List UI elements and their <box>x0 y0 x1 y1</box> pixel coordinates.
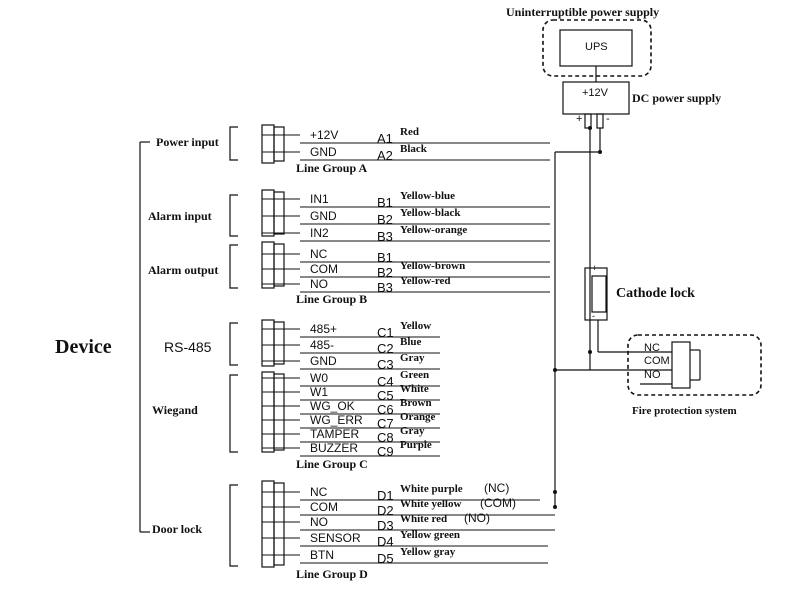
pin-wire-color-label: Green <box>400 369 430 381</box>
pin-terminal-label: BUZZER <box>310 441 358 455</box>
pin-note-label: (NC) <box>484 481 510 495</box>
pin-wire-color-label: Yellow-red <box>400 275 451 287</box>
pin-wire-color-label: Gray <box>400 425 425 437</box>
cathode-minus-label: - <box>592 311 595 321</box>
pin-code-label: C1 <box>377 325 394 340</box>
pin-wire-color-label: Yellow-blue <box>400 190 455 202</box>
pin-wire-color-label: Yellow green <box>400 529 460 541</box>
pin-wire-color-label: Black <box>400 143 427 155</box>
pin-wire-color-label: Yellow <box>400 320 432 332</box>
pin-code-label: D3 <box>377 518 394 533</box>
line-group-a-label: Line Group A <box>296 161 368 175</box>
dc-minus-label: - <box>606 113 610 125</box>
door-lock-label: Door lock <box>152 522 203 536</box>
pin-code-label: B1 <box>377 250 393 265</box>
pin-code-label: B2 <box>377 265 393 280</box>
pin-note-label: (COM) <box>480 496 516 510</box>
pin-code-label: C5 <box>377 388 394 403</box>
pin-wire-color-label: Yellow-brown <box>400 260 466 272</box>
pin-wire-color-label: Purple <box>400 439 432 451</box>
pin-terminal-label: IN2 <box>310 226 329 240</box>
pin-wire-color-label: Orange <box>400 411 436 423</box>
pin-terminal-label: COM <box>310 500 338 514</box>
pin-terminal-label: BTN <box>310 548 334 562</box>
dc-voltage-label: +12V <box>582 87 608 99</box>
pin-terminal-label: IN1 <box>310 192 329 206</box>
power-input-label: Power input <box>156 135 219 149</box>
ups-title: Uninterruptible power supply <box>506 5 660 19</box>
pin-terminal-label: NC <box>310 247 328 261</box>
dc-supply-title: DC power supply <box>632 91 722 105</box>
pin-wire-color-label: Blue <box>400 336 422 348</box>
pin-code-label: C6 <box>377 402 394 417</box>
pin-terminal-label: NO <box>310 515 328 529</box>
cathode-lock-title: Cathode lock <box>616 286 695 301</box>
rs485-label: RS-485 <box>164 339 212 355</box>
pin-wire-color-label: White red <box>400 513 448 525</box>
alarm-output-label: Alarm output <box>148 263 219 277</box>
pin-terminal-label: COM <box>310 262 338 276</box>
pin-terminal-label: W1 <box>310 385 328 399</box>
pin-code-label: C9 <box>377 444 394 459</box>
pin-terminal-label: 485+ <box>310 322 338 336</box>
pin-wire-color-label: White purple <box>400 483 463 495</box>
pin-note-label: (NO) <box>464 511 490 525</box>
pin-code-label: B1 <box>377 195 393 210</box>
alarm-input-label: Alarm input <box>148 209 212 223</box>
pin-terminal-label: WG_OK <box>310 399 355 413</box>
pin-terminal-label: SENSOR <box>310 531 361 545</box>
fire-system-title: Fire protection system <box>632 405 737 417</box>
pin-terminal-label: 485- <box>310 338 335 352</box>
line-group-b-label: Line Group B <box>296 292 368 306</box>
pin-code-label: A2 <box>377 148 393 163</box>
pin-wire-color-label: White <box>400 383 429 395</box>
pin-terminal-label: WG_ERR <box>310 413 363 427</box>
pin-code-label: A1 <box>377 131 393 146</box>
pin-code-label: C2 <box>377 341 394 356</box>
device-label: Device <box>55 336 112 358</box>
pin-wire-color-label: Yellow-black <box>400 207 461 219</box>
pin-wire-color-label: Red <box>400 126 419 138</box>
pin-wire-color-label: White yellow <box>400 498 462 510</box>
pin-code-label: D2 <box>377 503 394 518</box>
pin-wire-color-label: Gray <box>400 352 425 364</box>
pin-wire-color-label: Yellow gray <box>400 546 456 558</box>
wiegand-label: Wiegand <box>152 403 198 417</box>
pin-code-label: B2 <box>377 212 393 227</box>
pin-code-label: C7 <box>377 416 394 431</box>
ups-box-label: UPS <box>585 41 608 53</box>
pin-code-label: C3 <box>377 357 394 372</box>
pin-terminal-label: +12V <box>310 128 339 142</box>
cathode-plus-label: + <box>592 263 598 273</box>
dc-plus-label: + <box>576 113 583 125</box>
pin-code-label: D4 <box>377 534 394 549</box>
line-group-d-label: Line Group D <box>296 567 368 581</box>
line-group-c-label: Line Group C <box>296 457 368 471</box>
pin-terminal-label: W0 <box>310 371 328 385</box>
pin-terminal-label: NO <box>310 277 328 291</box>
pin-terminal-label: TAMPER <box>310 427 360 441</box>
fire-com-label: COM <box>644 355 670 367</box>
pin-code-label: B3 <box>377 229 393 244</box>
pin-code-label: D5 <box>377 551 394 566</box>
pin-code-label: C4 <box>377 374 394 389</box>
pin-terminal-label: GND <box>310 354 337 368</box>
pin-terminal-label: NC <box>310 485 328 499</box>
pin-code-label: B3 <box>377 280 393 295</box>
fire-nc-label: NC <box>644 342 660 354</box>
pin-wire-color-label: Brown <box>400 397 432 409</box>
pin-wire-color-label: Yellow-orange <box>400 224 468 236</box>
pin-terminal-label: GND <box>310 145 337 159</box>
pin-terminal-label: GND <box>310 209 337 223</box>
pin-code-label: D1 <box>377 488 394 503</box>
fire-no-label: NO <box>644 369 661 381</box>
pin-code-label: C8 <box>377 430 394 445</box>
